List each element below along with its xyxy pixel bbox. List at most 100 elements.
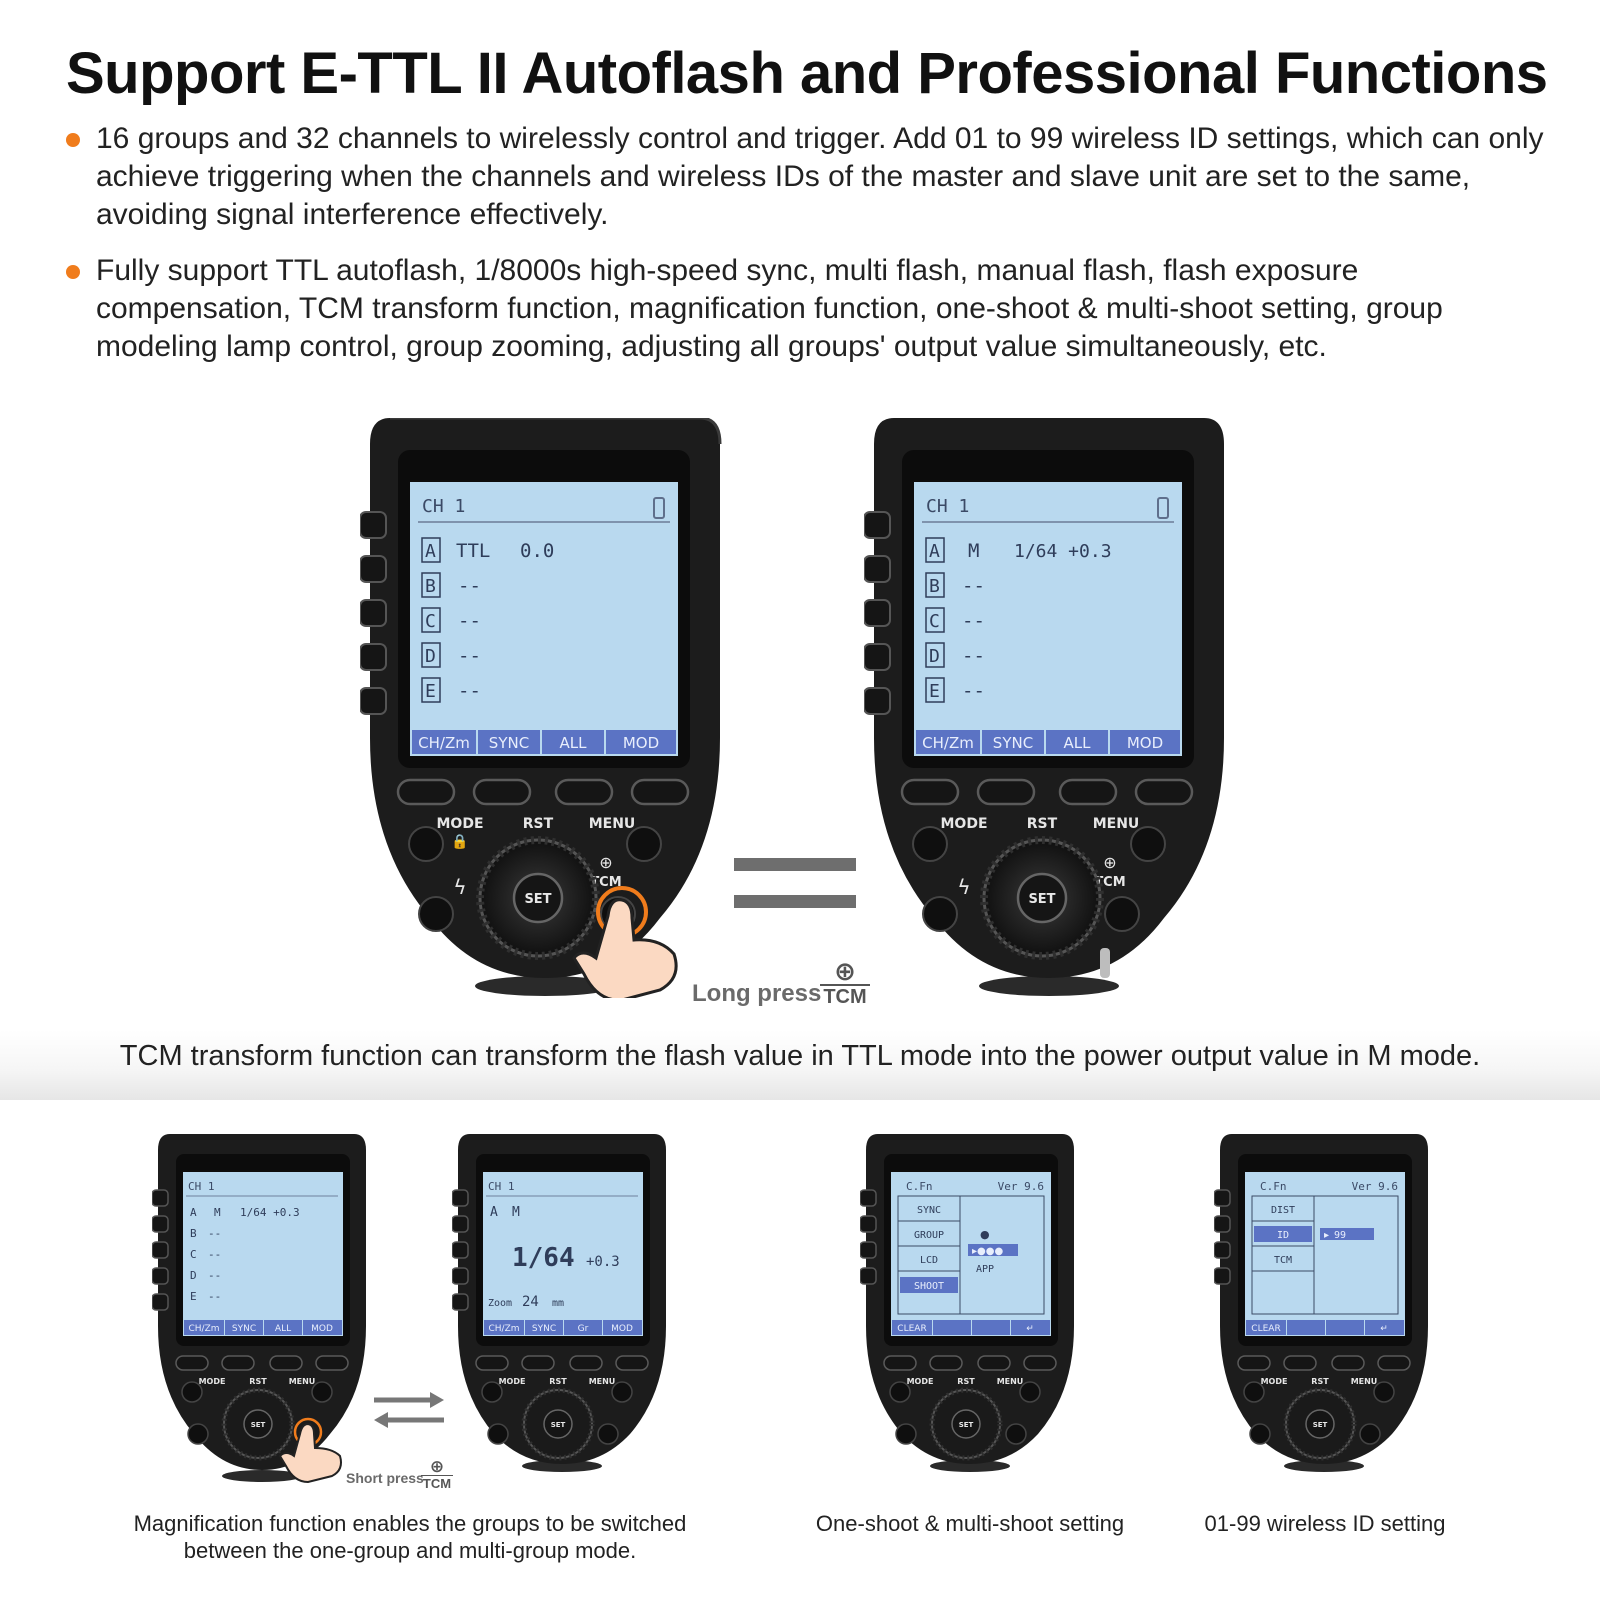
return-icon: ↵: [1026, 1324, 1034, 1334]
short-press-label: Short press: [346, 1470, 424, 1486]
group-label: D: [425, 646, 436, 667]
mode-button[interactable]: [889, 1381, 911, 1403]
mode-button[interactable]: [1243, 1381, 1265, 1403]
long-press-label: Long press: [692, 980, 822, 1007]
feature-list: 16 groups and 32 channels to wirelessly …: [66, 120, 1546, 384]
tcm-hint-label: TCM: [820, 984, 870, 1008]
set-button[interactable]: [1016, 872, 1068, 924]
set-label: SET: [959, 1421, 974, 1429]
function-keys[interactable]: [396, 778, 690, 806]
group-label: E: [425, 681, 436, 702]
antenna-tip: [1100, 948, 1110, 978]
softkey-label: CH/Zm: [188, 1324, 219, 1334]
set-button[interactable]: [543, 1409, 573, 1439]
mode-label: MODE: [199, 1377, 226, 1386]
side-buttons[interactable]: [360, 511, 387, 715]
mode-label: MODE: [499, 1377, 526, 1386]
return-icon: ↵: [1380, 1324, 1388, 1334]
side-buttons[interactable]: [864, 511, 891, 715]
menu-button[interactable]: [1019, 1381, 1041, 1403]
menu-label: MENU: [1351, 1377, 1378, 1386]
set-button[interactable]: [512, 872, 564, 924]
lcd-header: CH 1: [926, 496, 969, 517]
function-keys[interactable]: [475, 1355, 649, 1371]
softkey-label: MOD: [1127, 734, 1163, 752]
group-value: 0.0: [520, 540, 554, 562]
magnification-caption: Magnification function enables the group…: [133, 1511, 687, 1563]
softkey-label: SYNC: [232, 1324, 256, 1334]
group-label: E: [190, 1290, 197, 1303]
set-button[interactable]: [951, 1409, 981, 1439]
test-button[interactable]: [418, 896, 454, 932]
menu-button[interactable]: [611, 1381, 633, 1403]
mode-button[interactable]: [481, 1381, 503, 1403]
test-button[interactable]: [922, 896, 958, 932]
finger-icon: [278, 1422, 342, 1484]
group-mode: --: [458, 680, 481, 702]
group-label: D: [929, 646, 940, 667]
lcd-header-right: Ver 9.6: [1352, 1180, 1398, 1193]
rst-label: RST: [1311, 1377, 1329, 1386]
group-label: C: [929, 611, 940, 632]
tcm-button[interactable]: [1359, 1423, 1381, 1445]
tcm-button[interactable]: [1104, 896, 1140, 932]
tcm-button[interactable]: [597, 1423, 619, 1445]
test-button[interactable]: [895, 1423, 917, 1445]
group-label: B: [190, 1227, 197, 1240]
menu-button[interactable]: [626, 826, 662, 862]
group-mode: --: [458, 610, 481, 632]
function-keys[interactable]: [175, 1355, 349, 1371]
test-button[interactable]: [187, 1423, 209, 1445]
power-value: 1/64: [512, 1243, 575, 1273]
group-mode: M: [512, 1205, 520, 1220]
softkey-label: CH/Zm: [488, 1324, 519, 1334]
softkey-label: SYNC: [489, 734, 529, 752]
option-highlight: [1320, 1228, 1374, 1240]
side-buttons[interactable]: [152, 1189, 169, 1311]
group-label: B: [425, 576, 436, 597]
menu-button[interactable]: [1373, 1381, 1395, 1403]
side-buttons[interactable]: [452, 1189, 469, 1311]
softkey-label: SYNC: [993, 734, 1033, 752]
battery-icon: [1157, 497, 1169, 519]
tcm-button[interactable]: [1005, 1423, 1027, 1445]
lcd-header-left: C.Fn: [906, 1180, 933, 1193]
lcd-header-left: C.Fn: [1260, 1180, 1287, 1193]
mode-button[interactable]: [912, 826, 948, 862]
menu-label: MENU: [997, 1377, 1024, 1386]
pointer-icon: ▸: [1324, 1230, 1329, 1241]
menu-button[interactable]: [1130, 826, 1166, 862]
group-mode: M: [214, 1206, 221, 1219]
test-button[interactable]: [1249, 1423, 1271, 1445]
group-value: 1/64 +0.3: [240, 1206, 300, 1219]
lcd-header-right: Ver 9.6: [998, 1180, 1044, 1193]
softkey-label: ALL: [275, 1324, 291, 1334]
cfn-menu-item: TCM: [1274, 1255, 1292, 1266]
test-button[interactable]: [487, 1423, 509, 1445]
set-button[interactable]: [243, 1409, 273, 1439]
rst-label: RST: [549, 1377, 567, 1386]
function-keys[interactable]: [1237, 1355, 1411, 1371]
side-buttons[interactable]: [860, 1189, 877, 1285]
function-keys[interactable]: [900, 778, 1194, 806]
group-mode: --: [962, 575, 985, 597]
zoom-value: 24: [522, 1294, 539, 1310]
menu-label: MENU: [589, 816, 636, 832]
mode-button[interactable]: [181, 1381, 203, 1403]
lcd-screen: [1245, 1172, 1405, 1336]
function-keys[interactable]: [883, 1355, 1057, 1371]
mode-button[interactable]: [408, 826, 444, 862]
set-label: SET: [551, 1421, 566, 1429]
set-button[interactable]: [1305, 1409, 1335, 1439]
group-mode: --: [962, 645, 985, 667]
lcd-screen: [914, 482, 1182, 756]
magnify-icon: ⊕: [834, 956, 856, 986]
page-title: Support E-TTL II Autoflash and Professio…: [66, 41, 1548, 106]
rst-label: RST: [249, 1377, 267, 1386]
mode-label: MODE: [1261, 1377, 1288, 1386]
side-buttons[interactable]: [1214, 1189, 1231, 1285]
group-label: A: [425, 541, 436, 562]
cfn-menu-item-selected: SHOOT: [914, 1281, 944, 1292]
menu-button[interactable]: [311, 1381, 333, 1403]
mode-label: MODE: [940, 816, 987, 832]
